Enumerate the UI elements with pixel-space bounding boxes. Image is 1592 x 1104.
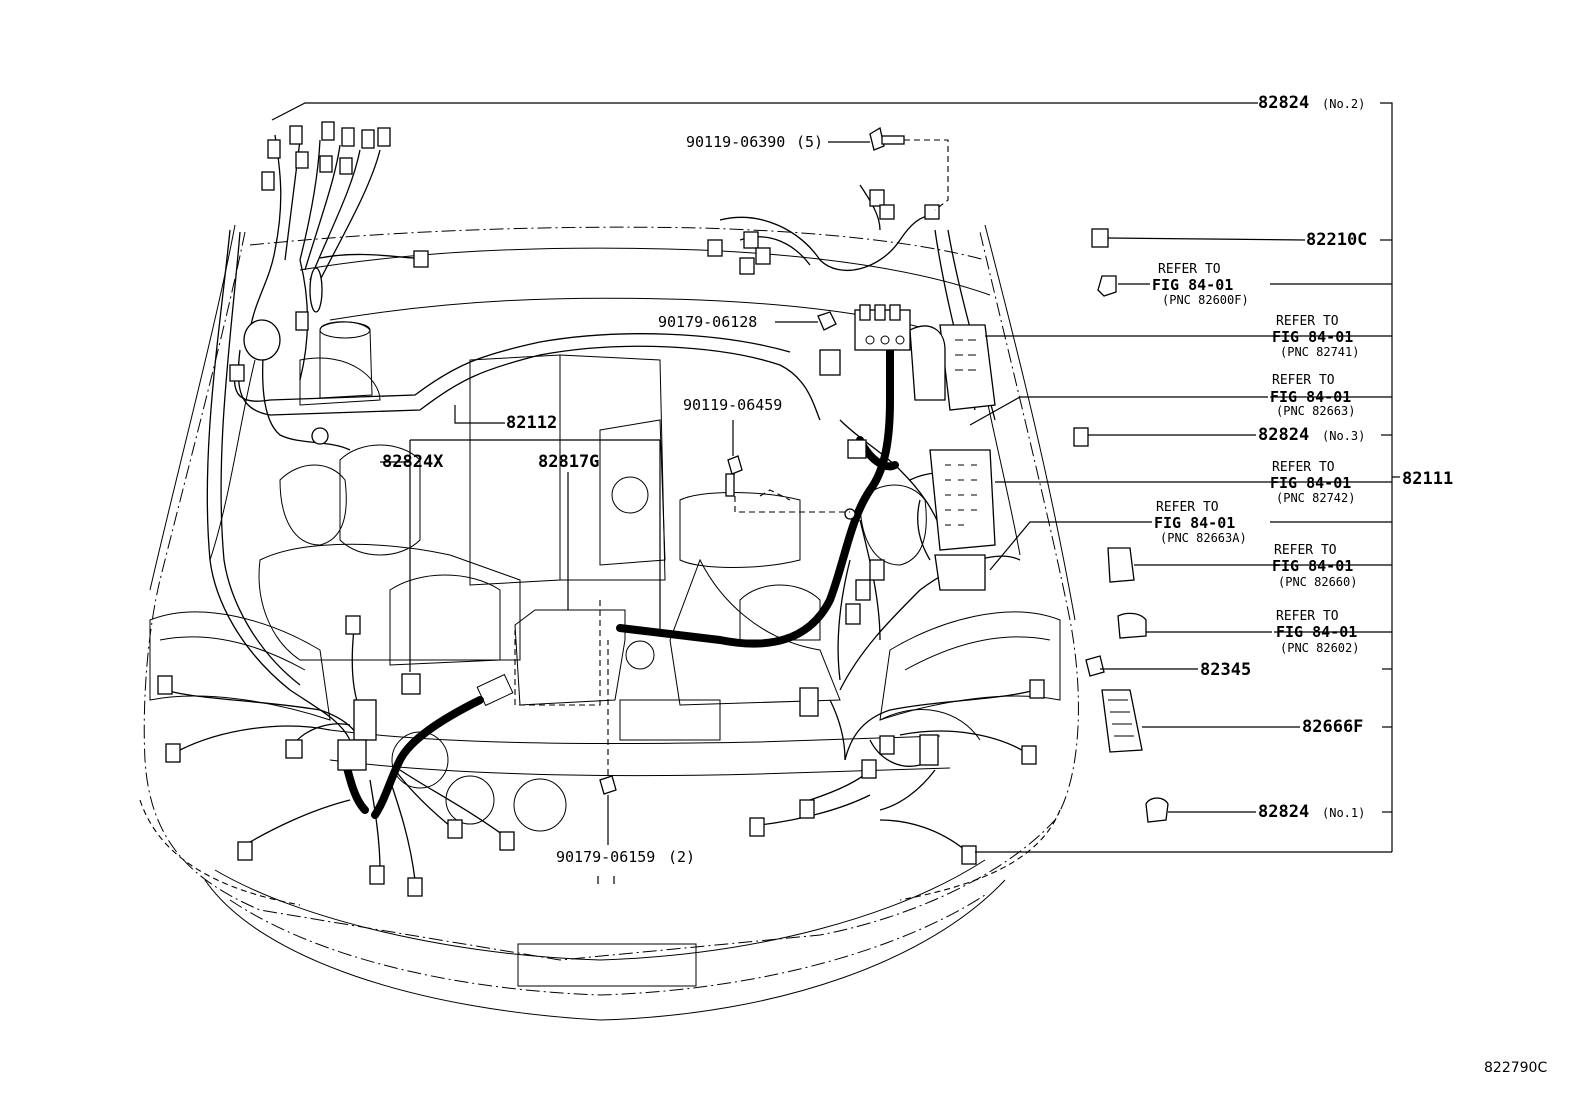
svg-text:FIG 84-01: FIG 84-01 <box>1152 276 1233 294</box>
svg-text:FIG 84-01: FIG 84-01 <box>1272 328 1353 346</box>
engine-block <box>258 354 981 832</box>
callout-82817g: 82817G <box>538 452 599 472</box>
callout-90179-06159: 90179-06159 (2) <box>556 848 695 866</box>
svg-text:(PNC 82660): (PNC 82660) <box>1278 575 1357 589</box>
svg-text:FIG 84-01: FIG 84-01 <box>1270 474 1351 492</box>
callout-82112: 82112 <box>506 413 557 433</box>
vehicle-body-outline <box>139 224 1079 1021</box>
svg-text:REFER TO: REFER TO <box>1276 314 1339 329</box>
callout-90179-06128: 90179-06128 <box>658 313 757 331</box>
svg-text:82824: 82824 <box>1258 93 1309 113</box>
callout-ref-82602: REFER TO FIG 84-01 (PNC 82602) <box>1276 609 1359 655</box>
svg-text:90179-06128: 90179-06128 <box>658 313 757 331</box>
callout-82666f: 82666F <box>1302 717 1363 737</box>
svg-text:REFER TO: REFER TO <box>1276 609 1339 624</box>
svg-text:82345: 82345 <box>1200 660 1251 680</box>
svg-text:(2): (2) <box>668 848 695 866</box>
callout-82824-no3: 82824 (No.3) <box>1258 425 1365 445</box>
svg-text:FIG 84-01: FIG 84-01 <box>1272 557 1353 575</box>
figure-code: 822790C <box>1484 1060 1547 1076</box>
ecu-box <box>476 600 626 707</box>
callout-ref-82663: REFER TO FIG 84-01 (PNC 82663) <box>1270 373 1355 418</box>
svg-text:(5): (5) <box>796 133 823 151</box>
callout-ref-82600f: REFER TO FIG 84-01 (PNC 82600F) <box>1152 262 1249 307</box>
brake-reservoir <box>299 321 381 406</box>
nut-90179-06159-icon <box>599 775 617 795</box>
nut-90179-06128-icon <box>817 311 837 331</box>
bolt-90119-06390-icon <box>869 126 905 151</box>
svg-text:82817G: 82817G <box>538 452 599 472</box>
svg-text:82824X: 82824X <box>382 452 444 472</box>
svg-text:90179-06159: 90179-06159 <box>556 848 655 866</box>
callout-90119-06459: 90119-06459 <box>683 396 782 414</box>
connectors <box>157 121 1169 897</box>
svg-text:REFER TO: REFER TO <box>1158 262 1221 277</box>
callout-ref-82663a: REFER TO FIG 84-01 (PNC 82663A) <box>1154 500 1247 545</box>
callout-ref-82741: REFER TO FIG 84-01 (PNC 82741) <box>1272 314 1359 359</box>
svg-text:90119-06390: 90119-06390 <box>686 133 785 151</box>
svg-text:FIG 84-01: FIG 84-01 <box>1276 623 1357 641</box>
svg-text:(PNC 82663): (PNC 82663) <box>1276 404 1355 418</box>
svg-text:REFER TO: REFER TO <box>1156 500 1219 515</box>
callout-82345: 82345 <box>1200 660 1251 680</box>
svg-text:82112: 82112 <box>506 413 557 433</box>
svg-text:90119-06459: 90119-06459 <box>683 396 782 414</box>
relay-block-82741 <box>909 324 996 411</box>
svg-text:FIG 84-01: FIG 84-01 <box>1154 514 1235 532</box>
svg-text:FIG 84-01: FIG 84-01 <box>1270 388 1351 406</box>
harness-wires <box>164 134 1036 881</box>
svg-text:REFER TO: REFER TO <box>1274 543 1337 558</box>
svg-text:(No.3): (No.3) <box>1322 429 1365 443</box>
svg-text:(PNC 82600F): (PNC 82600F) <box>1162 293 1249 307</box>
callout-82111: 82111 <box>1402 469 1453 489</box>
svg-text:REFER TO: REFER TO <box>1272 373 1335 388</box>
svg-text:82111: 82111 <box>1402 469 1453 489</box>
callout-82210c: 82210C <box>1306 230 1367 250</box>
junction-block-82742 <box>929 449 996 591</box>
svg-text:822790C: 822790C <box>1484 1060 1547 1076</box>
bolt-90119-06459-icon <box>725 455 743 497</box>
callout-ref-82742: REFER TO FIG 84-01 (PNC 82742) <box>1270 460 1355 505</box>
svg-text:(PNC 82741): (PNC 82741) <box>1280 345 1359 359</box>
svg-text:82666F: 82666F <box>1302 717 1363 737</box>
svg-text:82824: 82824 <box>1258 425 1309 445</box>
svg-text:REFER TO: REFER TO <box>1272 460 1335 475</box>
callout-ref-82660: REFER TO FIG 84-01 (PNC 82660) <box>1272 543 1357 589</box>
callout-82824x: 82824X <box>382 452 444 472</box>
svg-text:(No.1): (No.1) <box>1322 806 1365 820</box>
part-82210c <box>1091 228 1109 248</box>
svg-text:82210C: 82210C <box>1306 230 1367 250</box>
leader-lines <box>271 102 1400 884</box>
callout-82824-no1: 82824 (No.1) <box>1258 802 1365 822</box>
callout-82824-no2: 82824 (No.2) <box>1258 93 1365 113</box>
svg-text:(PNC 82742): (PNC 82742) <box>1276 491 1355 505</box>
svg-text:82824: 82824 <box>1258 802 1309 822</box>
svg-text:(PNC 82663A): (PNC 82663A) <box>1160 531 1247 545</box>
fusible-link-block <box>854 304 911 351</box>
svg-text:(PNC 82602): (PNC 82602) <box>1280 641 1359 655</box>
svg-text:(No.2): (No.2) <box>1322 97 1365 111</box>
callout-90119-06390: 90119-06390 (5) <box>686 133 823 151</box>
